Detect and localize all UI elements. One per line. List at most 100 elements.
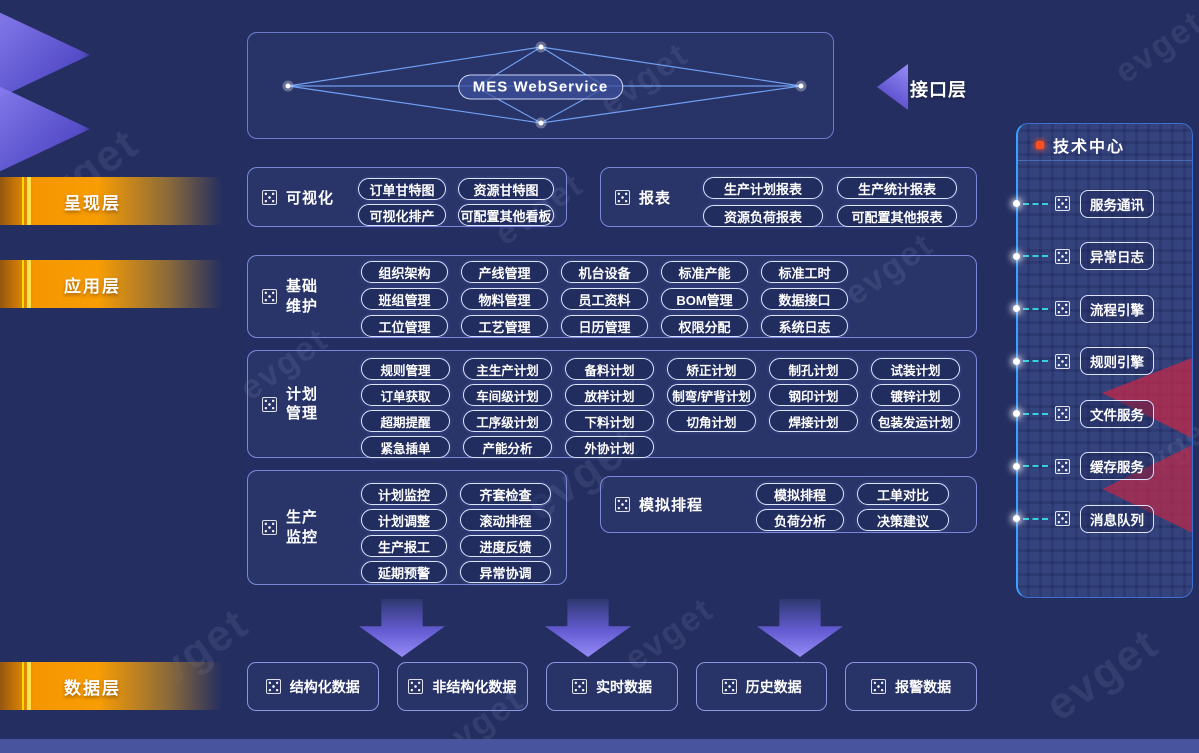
module-pill: 焊接计划 xyxy=(769,410,858,432)
tech-center-header: 技术中心 xyxy=(1036,133,1125,157)
module-grid: 生产计划报表生产统计报表资源负荷报表可配置其他报表 xyxy=(703,177,957,227)
watermark: evget xyxy=(1036,618,1168,731)
section-title: 可视化 xyxy=(286,189,335,207)
tech-item: 规则引擎 xyxy=(1013,347,1192,375)
module-pill: 日历管理 xyxy=(561,315,648,337)
flow-arrow-icon xyxy=(757,599,843,657)
module-grid: 订单甘特图资源甘特图可视化排产可配置其他看板 xyxy=(358,178,554,226)
connector-dot-icon xyxy=(1013,200,1020,207)
section-header: 生产监控 xyxy=(262,471,318,584)
module-pill: 资源负荷报表 xyxy=(703,205,823,227)
module-pill: 紧急插单 xyxy=(361,436,450,458)
section-production-monitoring: 生产监控 计划监控齐套检查计划调整滚动排程生产报工进度反馈延期预警异常协调 xyxy=(247,470,567,585)
module-pill: 物料管理 xyxy=(461,288,548,310)
interface-layer-arrow-icon xyxy=(877,64,908,110)
section-visualization: 可视化 订单甘特图资源甘特图可视化排产可配置其他看板 xyxy=(247,167,567,227)
module-pill: BOM管理 xyxy=(661,288,748,310)
module-pill: 下料计划 xyxy=(565,410,654,432)
section-title: 计划管理 xyxy=(286,385,319,423)
data-box-label: 历史数据 xyxy=(745,678,802,695)
module-icon xyxy=(615,497,630,512)
module-icon xyxy=(721,679,737,694)
module-pill: 机台设备 xyxy=(561,261,648,283)
module-pill: 滚动排程 xyxy=(460,509,551,531)
section-header: 报表 xyxy=(615,168,671,226)
connector-dot-icon xyxy=(1013,462,1020,470)
module-pill: 放样计划 xyxy=(565,384,654,406)
module-pill: 工序级计划 xyxy=(463,410,552,432)
section-reports: 报表 生产计划报表生产统计报表资源负荷报表可配置其他报表 xyxy=(600,167,977,227)
layer-bar-application: 应用层 xyxy=(0,260,222,308)
section-header: 可视化 xyxy=(262,168,334,226)
connector-line xyxy=(1023,412,1048,415)
module-icon xyxy=(262,189,277,205)
module-pill: 计划监控 xyxy=(361,483,447,505)
module-pill: 产线管理 xyxy=(461,261,548,283)
tech-item: 消息队列 xyxy=(1013,504,1192,533)
module-pill: 生产统计报表 xyxy=(837,177,957,199)
module-pill: 工单对比 xyxy=(857,483,949,505)
module-icon xyxy=(871,679,887,694)
module-pill: 规则管理 xyxy=(361,358,450,380)
module-pill: 钢印计划 xyxy=(769,384,858,406)
data-box: 实时数据 xyxy=(546,662,678,711)
module-icon xyxy=(265,679,281,694)
module-pill: 车间级计划 xyxy=(463,384,552,406)
module-pill: 可配置其他看板 xyxy=(458,204,554,226)
module-icon xyxy=(1055,353,1070,369)
connector-line xyxy=(1023,307,1048,310)
module-pill: 齐套检查 xyxy=(460,483,551,505)
tech-pill: 流程引擎 xyxy=(1080,294,1154,323)
data-box: 非结构化数据 xyxy=(396,662,529,711)
tech-center-separator xyxy=(1018,160,1192,161)
module-pill: 镀锌计划 xyxy=(871,384,960,406)
module-pill: 订单甘特图 xyxy=(358,178,446,200)
section-title: 模拟排程 xyxy=(639,497,704,514)
module-icon xyxy=(1055,406,1070,421)
module-pill: 超期提醒 xyxy=(361,410,450,432)
data-box: 历史数据 xyxy=(695,662,828,711)
tech-item: 缓存服务 xyxy=(1013,452,1192,480)
module-icon xyxy=(408,679,424,694)
module-pill: 可视化排产 xyxy=(358,204,446,226)
tech-center-panel: 技术中心 服务通讯 异常日志 流程引擎 xyxy=(1013,123,1193,598)
module-pill: 系统日志 xyxy=(761,315,848,337)
module-pill: 决策建议 xyxy=(857,509,949,531)
tech-item: 文件服务 xyxy=(1013,399,1192,428)
module-grid: 计划监控齐套检查计划调整滚动排程生产报工进度反馈延期预警异常协调 xyxy=(361,483,551,583)
module-pill: 生产计划报表 xyxy=(703,177,823,199)
module-pill: 标准产能 xyxy=(661,261,748,283)
module-pill: 生产报工 xyxy=(361,535,447,557)
module-pill: 外协计划 xyxy=(565,436,654,458)
layer-bar-presentation: 呈现层 xyxy=(0,177,222,225)
module-pill: 主生产计划 xyxy=(463,358,552,380)
connector-dot-icon xyxy=(1013,515,1020,522)
section-header: 模拟排程 xyxy=(615,477,703,532)
module-pill: 标准工时 xyxy=(761,261,848,283)
module-pill: 包装发运计划 xyxy=(871,410,960,432)
module-pill: 权限分配 xyxy=(661,315,748,337)
section-simulation-scheduling: 模拟排程 模拟排程工单对比负荷分析决策建议 xyxy=(600,476,977,533)
section-title: 报表 xyxy=(639,189,672,207)
layer-bar-label: 呈现层 xyxy=(64,193,121,213)
tech-center-title: 技术中心 xyxy=(1053,139,1126,156)
section-header: 基础维护 xyxy=(262,256,318,337)
flow-arrow-icon xyxy=(359,599,445,657)
module-pill: 计划调整 xyxy=(361,509,447,531)
module-pill: 班组管理 xyxy=(361,288,448,310)
data-box-label: 结构化数据 xyxy=(289,678,360,695)
interface-layer-label: 接口层 xyxy=(910,80,967,100)
data-box: 结构化数据 xyxy=(247,662,379,711)
tech-center-items: 服务通讯 异常日志 流程引擎 规则引擎 文件服务 xyxy=(1013,189,1192,533)
tech-item: 服务通讯 xyxy=(1013,189,1192,218)
module-pill: 进度反馈 xyxy=(460,535,551,557)
layer-bar-label: 应用层 xyxy=(64,276,121,296)
connector-dot-icon xyxy=(1013,357,1020,365)
module-icon xyxy=(1055,458,1070,474)
data-box-label: 报警数据 xyxy=(895,678,952,695)
module-pill: 切角计划 xyxy=(667,410,756,432)
module-pill: 资源甘特图 xyxy=(458,178,554,200)
data-layer-row: 结构化数据 非结构化数据 实时数据 历史数据 报警数据 xyxy=(247,662,977,711)
